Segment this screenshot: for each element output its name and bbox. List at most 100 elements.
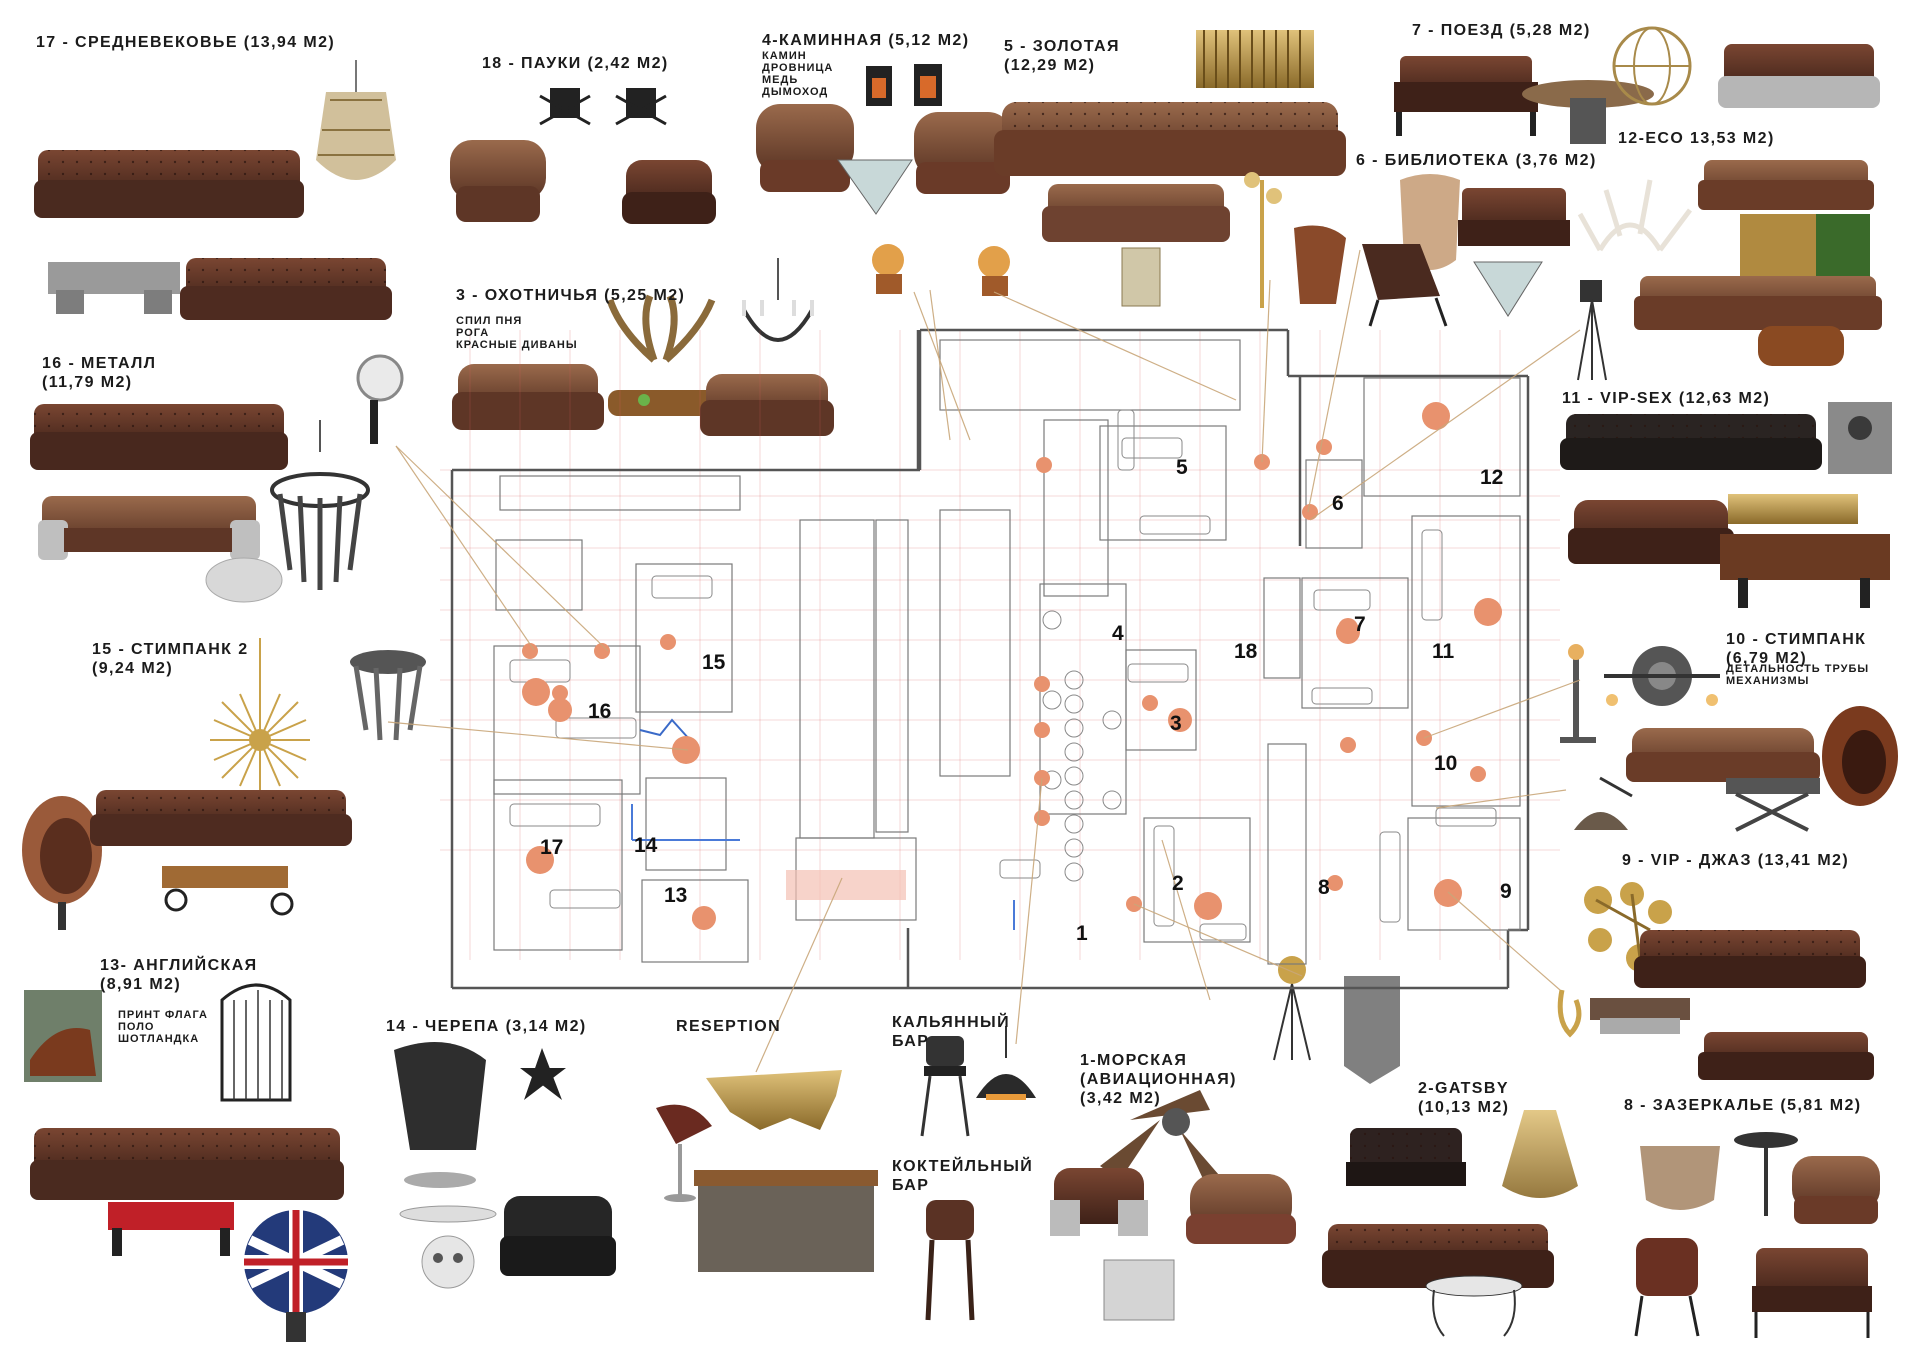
room-outline: [1143, 817, 1251, 943]
scissor-lift-table-icon: [1726, 778, 1820, 832]
leader-line: [395, 445, 609, 652]
room-outline: [1263, 577, 1301, 679]
plan-sofa: [1311, 687, 1373, 705]
leader-line: [387, 721, 689, 751]
sofa-icon: [1458, 188, 1570, 246]
leader-line: [1435, 789, 1567, 809]
leader-line: [993, 291, 1237, 401]
room-outline: [1363, 377, 1521, 497]
room-number: 12: [1480, 466, 1504, 489]
zone-marker: [1474, 598, 1502, 626]
sax-sconce-icon: [1557, 989, 1582, 1038]
zone-title: 14 - ЧЕРЕПА (3,14 М2): [386, 1018, 587, 1035]
sofa-icon: [1626, 728, 1820, 782]
glass-table-icon: [1473, 261, 1543, 317]
spider-sconce-icon: [615, 88, 667, 126]
room-outline: [1267, 743, 1307, 965]
egg-chair-icon: [394, 1042, 486, 1188]
lounge-chair-icon: [1362, 244, 1448, 327]
zone-title: 16 - МЕТАЛЛ: [42, 355, 157, 372]
zone-marker: [1034, 676, 1050, 692]
room-number: 11: [1432, 640, 1455, 663]
crystal-lamp-icon: [1121, 247, 1161, 307]
room-number: 5: [1176, 456, 1188, 479]
room-outline: [499, 475, 741, 511]
bistro-table-icon: [1734, 1132, 1798, 1216]
sofa-icon: [180, 258, 392, 320]
leader-line: [1447, 891, 1561, 991]
zone-title: 5 - ЗОЛОТАЯ: [1004, 38, 1120, 55]
sofa-icon: [90, 790, 352, 846]
wall-lamp-icon: [356, 354, 404, 444]
zone-title: БАР: [892, 1033, 930, 1050]
zone-marker: [1194, 892, 1222, 920]
zone-title: (АВИАЦИОННАЯ): [1080, 1071, 1237, 1088]
armchair-icon: [1792, 1156, 1880, 1224]
pouf-icon: [205, 557, 283, 603]
zone-marker: [1316, 439, 1332, 455]
sofa-corner-icon: [30, 404, 288, 470]
plan-stool: [1064, 694, 1084, 714]
sofa-corner-icon: [1634, 930, 1866, 988]
zone-note: ДРОВНИЦА: [762, 62, 834, 74]
plan-sofa: [1121, 437, 1183, 459]
fireplace-icon: [866, 66, 892, 106]
room-number: 17: [540, 836, 564, 859]
crystal-chandelier-icon: [1640, 1146, 1720, 1210]
plan-sofa: [1379, 831, 1401, 923]
horse-photo-icon: [24, 990, 102, 1082]
sofa-icon: [1346, 1128, 1466, 1186]
leader-line: [913, 291, 971, 441]
leader-line: [395, 445, 535, 651]
glass-table-icon: [837, 159, 913, 215]
plan-sofa: [1199, 923, 1247, 941]
sofa-corner-icon: [994, 102, 1346, 176]
spider-sconce-icon: [539, 88, 591, 126]
zone-title: (12,29 М2): [1004, 57, 1096, 74]
red-table-icon: [108, 1202, 234, 1256]
zone-marker: [522, 643, 538, 659]
zone-title: 11 - VIP-SEX (12,63 М2): [1562, 390, 1771, 407]
room-number: 1: [1076, 922, 1088, 945]
gold-chandelier-icon: [1502, 1110, 1578, 1198]
wood-table-icon: [1720, 534, 1890, 608]
zone-title: 8 - ЗАЗЕРКАЛЬЕ (5,81 М2): [1624, 1097, 1862, 1114]
zone-marker: [1142, 695, 1158, 711]
armchair-icon: [756, 104, 854, 192]
zone-title: 15 - СТИМПАНК 2: [92, 641, 249, 658]
zone-note: МЕХАНИЗМЫ: [1726, 675, 1810, 687]
room-outline: [1125, 649, 1197, 751]
zone-marker: [1034, 810, 1050, 826]
sofa-corner-icon: [30, 1128, 344, 1200]
pendant-lamp-icon: [976, 1026, 1036, 1100]
plan-stool: [1064, 838, 1084, 858]
candle-chandelier-icon: [742, 258, 814, 342]
plan-stool: [1064, 790, 1084, 810]
leader-line: [755, 877, 843, 1073]
plan-stool: [1064, 766, 1084, 786]
room-outline: [1043, 419, 1109, 597]
dining-chair-icon: [1634, 1238, 1700, 1337]
room-number: 4: [1112, 622, 1124, 645]
stone-table-icon: [48, 262, 180, 314]
round-table-icon: [1425, 1275, 1523, 1337]
plan-sofa: [1127, 663, 1189, 683]
zone-title: 17 - СРЕДНЕВЕКОВЬЕ (13,94 М2): [36, 34, 336, 51]
leader-line: [1309, 329, 1581, 521]
room-number: 13: [664, 884, 688, 907]
sphere-lamp-icon: [1612, 26, 1692, 106]
room-outline: [493, 779, 623, 951]
room-outline: [799, 519, 875, 839]
tripod-lamp-icon: [1577, 280, 1607, 381]
antlers-icon: [606, 294, 716, 363]
room-outline: [1099, 425, 1227, 541]
zone-title: 9 - VIP - ДЖАЗ (13,41 М2): [1622, 852, 1850, 869]
plan-sofa: [651, 575, 713, 599]
gold-chandelier-icon: [1728, 494, 1858, 524]
room-number: 10: [1434, 752, 1458, 775]
zone-note: РОГА: [456, 327, 490, 339]
